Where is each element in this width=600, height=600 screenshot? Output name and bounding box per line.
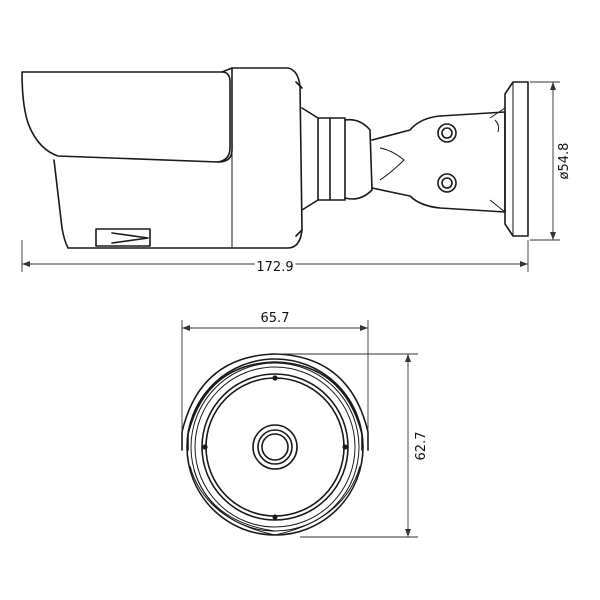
total-length-label: 172.9: [256, 260, 293, 275]
ir-window: [95, 228, 151, 247]
bracket-neck: [301, 107, 373, 211]
dimension-total-length: 172.9: [21, 240, 529, 278]
front-width-label: 65.7: [261, 311, 290, 326]
mount-diameter-label: ø54.8: [557, 143, 572, 180]
dimension-front-width: 65.7: [181, 311, 369, 430]
lens: [252, 424, 298, 470]
front-hood: [181, 353, 369, 451]
front-height-label: 62.7: [414, 432, 429, 461]
front-view: 65.7 62.7: [181, 311, 429, 538]
dimension-mount-diameter: ø54.8: [530, 81, 572, 241]
front-screws: [202, 375, 348, 520]
bracket-arm: [371, 111, 506, 213]
camera-housing: [53, 67, 303, 249]
wall-mount-base: [489, 81, 529, 237]
dimension-front-height: 62.7: [275, 353, 429, 538]
sun-shield: [21, 67, 233, 163]
side-view: 172.9 ø54.8: [21, 67, 572, 278]
